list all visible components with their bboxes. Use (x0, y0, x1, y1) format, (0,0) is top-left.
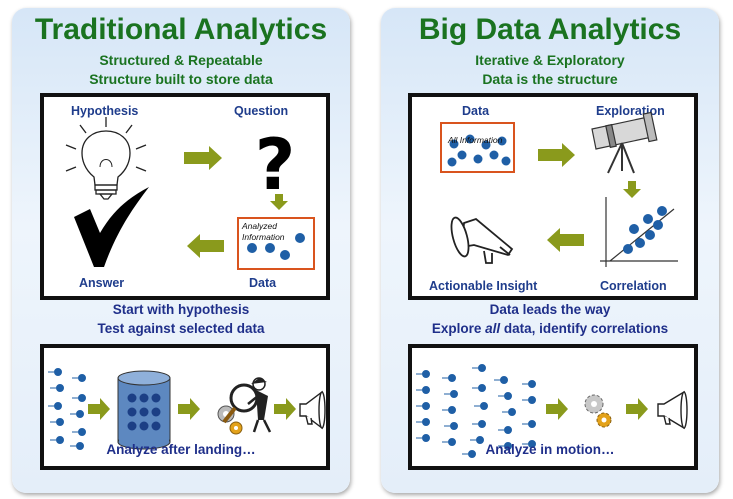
bigdata-title: Big Data Analytics (418, 13, 682, 46)
bigdata-footer: Analyze in motion… (485, 442, 615, 457)
all-information-label: All Information (448, 135, 503, 145)
arrow-right-top (184, 146, 222, 170)
megaphone-icon (299, 390, 326, 430)
database-icon (117, 370, 171, 450)
analyzed-info-line1: Analyzed (242, 221, 277, 231)
arrow-left (187, 234, 224, 258)
megaphone-small-icon (657, 390, 688, 430)
data-stream-dots-large (416, 364, 536, 458)
bigdata-flow-box (408, 344, 698, 470)
caption2-post: data, identify correlations (500, 321, 669, 336)
correlation-label: Correlation (600, 279, 667, 293)
checkmark-icon (74, 187, 149, 267)
hypothesis-label: Hypothesis (71, 104, 139, 118)
traditional-caption-1: Start with hypothesis (112, 302, 250, 317)
actionable-insight-label: Actionable Insight (429, 279, 538, 293)
gears-icon (584, 394, 612, 428)
data-stream-dots (48, 368, 86, 450)
question-label: Question (234, 104, 289, 118)
caption2-pre: Explore (431, 321, 486, 336)
bigdata-caption-1: Data leads the way (489, 302, 611, 317)
traditional-footer: Analyze after landing… (106, 442, 256, 457)
traditional-title: Traditional Analytics (34, 13, 328, 46)
telescope-icon (591, 111, 658, 174)
arrow-down (270, 194, 288, 210)
traditional-subtitle-1: Structured & Repeatable (99, 52, 263, 68)
traditional-caption-2: Test against selected data (97, 321, 265, 336)
bigdata-cycle-box: Data Exploration Actionable Insight Corr… (408, 93, 698, 300)
caption2-emphasis: all (485, 321, 501, 336)
question-mark-icon: ? (255, 124, 296, 206)
traditional-subtitle-2: Structure built to store data (89, 71, 273, 87)
big-data-analytics-panel: Big Data Analytics Iterative & Explorato… (381, 8, 719, 493)
traditional-analytics-panel: Traditional Analytics Structured & Repea… (12, 8, 350, 493)
traditional-cycle-box: Hypothesis Question Answer Data (40, 93, 330, 300)
data-label: Data (249, 276, 277, 290)
analyzed-info-line2: Information (242, 232, 285, 242)
lightbulb-icon (65, 117, 147, 200)
megaphone-large-icon (450, 216, 514, 264)
magnifier-person-icon (217, 377, 272, 435)
bigdata-caption-2: Explore all data, identify correlations (381, 321, 719, 336)
traditional-flow-box (40, 344, 330, 470)
answer-label: Answer (79, 276, 125, 290)
bigdata-subtitle-2: Data is the structure (482, 71, 618, 87)
correlation-plot (600, 197, 678, 267)
bigdata-data-label: Data (462, 104, 490, 118)
bigdata-subtitle-1: Iterative & Exploratory (475, 52, 625, 68)
